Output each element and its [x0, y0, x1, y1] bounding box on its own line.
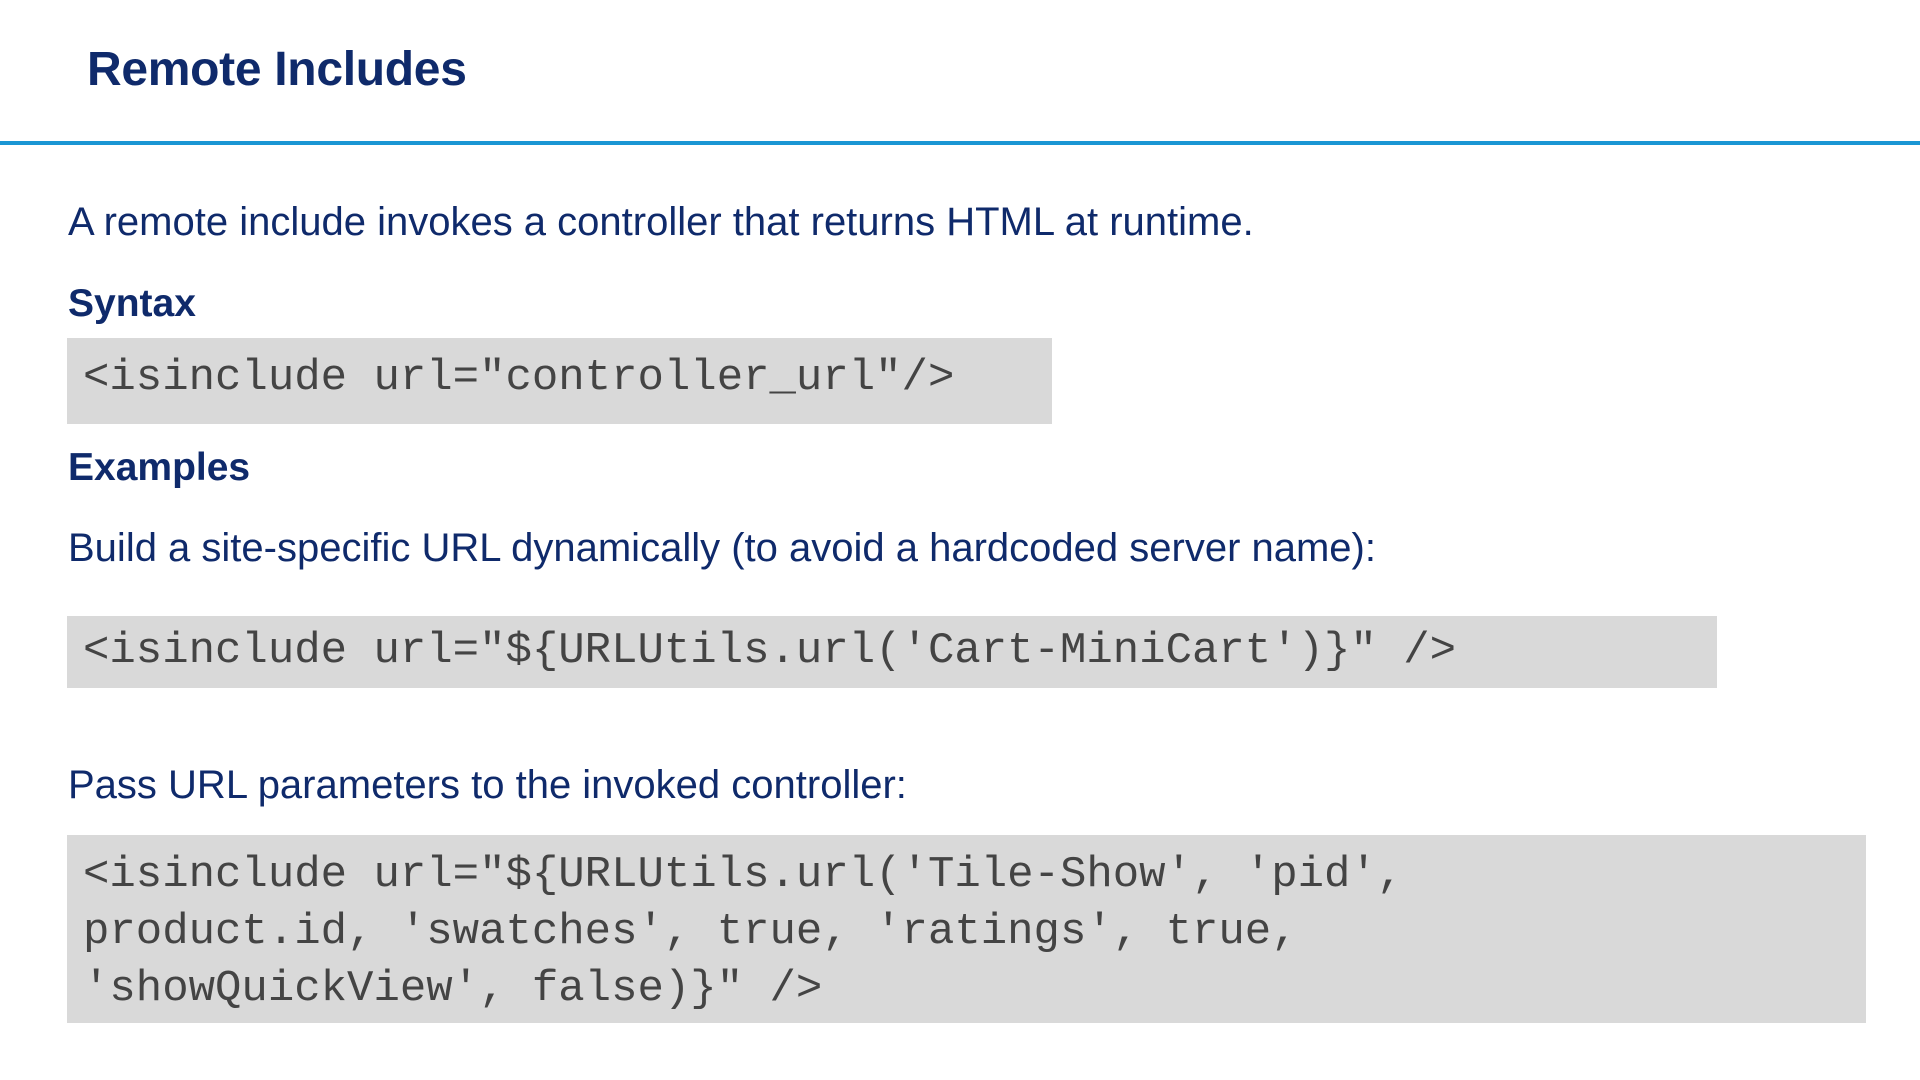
example2-code-line: product.id, 'swatches', true, 'ratings',… — [83, 907, 1298, 957]
examples-heading: Examples — [68, 446, 251, 489]
syntax-heading: Syntax — [68, 282, 196, 325]
example2-code-block: <isinclude url="${URLUtils.url('Tile-Sho… — [67, 835, 1866, 1023]
title-divider — [0, 141, 1920, 145]
page-title: Remote Includes — [87, 43, 467, 96]
example2-code-line: <isinclude url="${URLUtils.url('Tile-Sho… — [83, 850, 1404, 900]
syntax-code-block: <isinclude url="controller_url"/> — [67, 338, 1052, 424]
syntax-code-line: <isinclude url="controller_url"/> — [83, 353, 955, 403]
example1-code-block: <isinclude url="${URLUtils.url('Cart-Min… — [67, 616, 1717, 688]
example1-code-line: <isinclude url="${URLUtils.url('Cart-Min… — [83, 626, 1457, 676]
example2-code-line: 'showQuickView', false)}" /> — [83, 964, 823, 1014]
intro-text: A remote include invokes a controller th… — [68, 200, 1254, 244]
example1-description: Build a site-specific URL dynamically (t… — [68, 526, 1376, 570]
example2-description: Pass URL parameters to the invoked contr… — [68, 763, 907, 807]
